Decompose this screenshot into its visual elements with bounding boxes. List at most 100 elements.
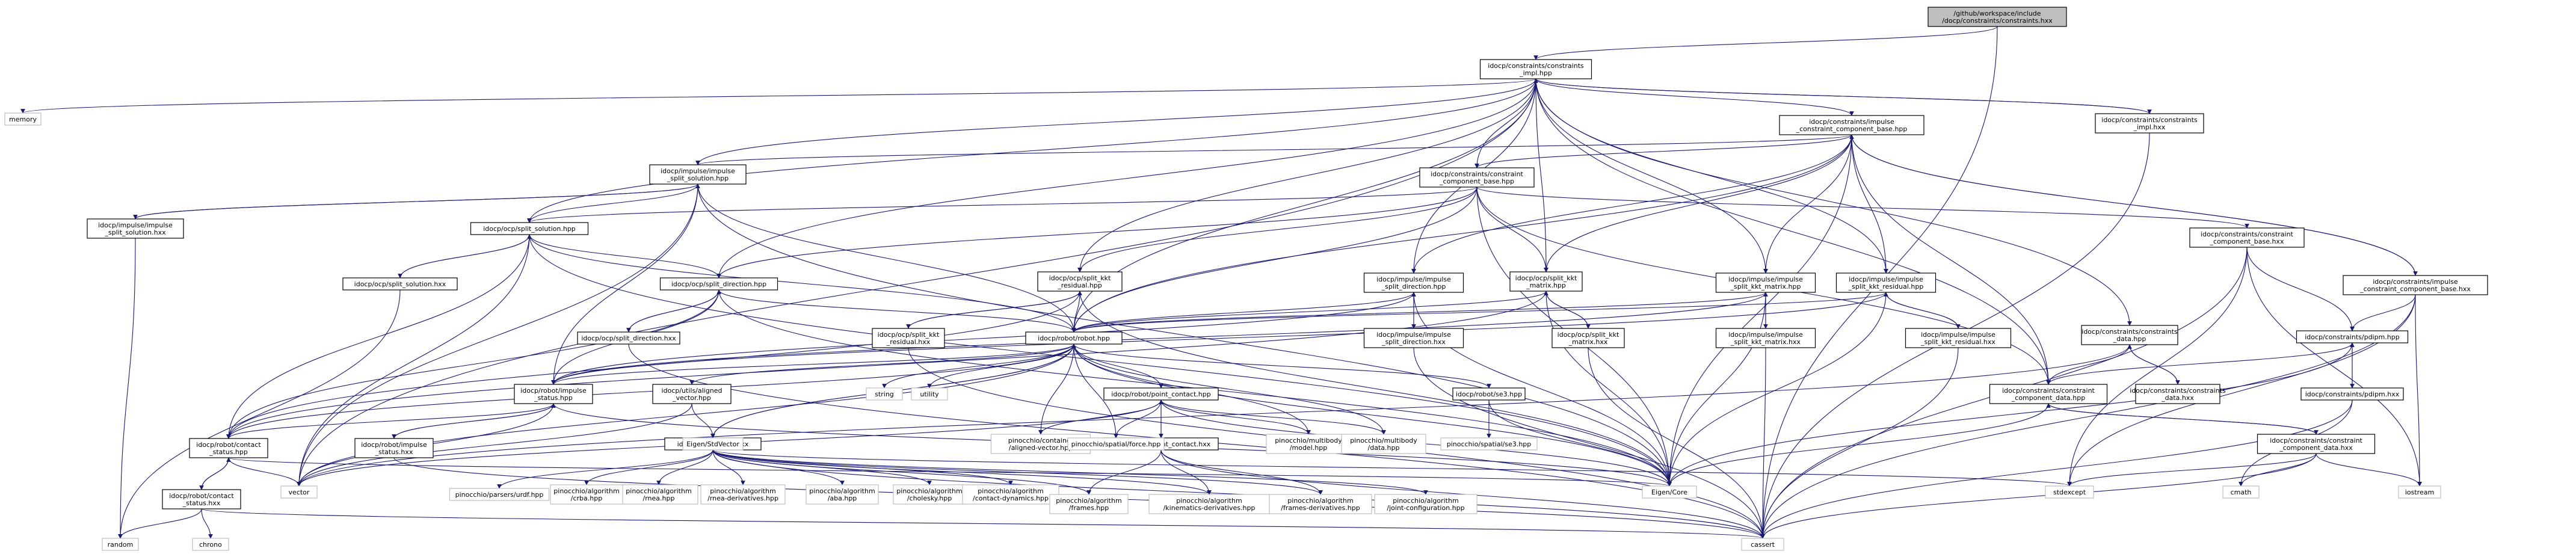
node-isdir-hxx[interactable]: idocp/impulse/impulse_split_direction.hx… <box>1363 328 1464 348</box>
edge-isol-hpp-to-robot-hpp <box>697 183 1076 333</box>
node-label: _vector.hpp <box>672 394 711 402</box>
edge-isol-hpp-to-ist-hpp <box>551 183 698 385</box>
node-ist-hxx[interactable]: idocp/robot/impulse_status.hxx <box>354 438 434 458</box>
node-root[interactable]: /github/workspace/include/docp/constrain… <box>1927 7 2067 27</box>
node-label: cassert <box>1751 541 1775 549</box>
node-label: pinocchio/algorithm <box>626 487 691 495</box>
node-label: pinocchio/algorithm <box>1287 497 1353 505</box>
edge-icb-hxx-to-pdipm-hpp <box>2350 294 2416 331</box>
edge-icb-hpp-to-ccd-hpp <box>1851 134 2051 385</box>
edge-robot-hpp-to-p-av <box>1038 343 1074 435</box>
node-label: pinocchio/algorithm <box>553 487 619 495</box>
node-pdipm-hpp[interactable]: idocp/constraints/pdipm.hpp <box>2296 330 2409 343</box>
edge-ccb-hxx-to-pdipm-hpp <box>2246 247 2355 331</box>
node-label: utility <box>920 390 939 398</box>
node-ssol-hpp[interactable]: idocp/ocp/split_solution.hpp <box>470 222 589 235</box>
node-skr-hxx[interactable]: idocp/ocp/split_kkt_residual.hxx <box>872 328 945 348</box>
node-pdipm-hxx[interactable]: idocp/constraints/pdipm.hxx <box>2300 387 2404 401</box>
node-sdir-hxx[interactable]: idocp/ocp/split_direction.hxx <box>577 331 680 345</box>
node-iskr-hpp[interactable]: idocp/impulse/impulse_split_kkt_residual… <box>1835 272 1937 293</box>
edge-se3-hpp-to-eig-core <box>1488 399 1672 487</box>
node-isol-hxx[interactable]: idocp/impulse/impulse_split_solution.hxx <box>87 218 184 239</box>
edge-pdipm-hpp-to-ccd-hpp <box>2046 342 2353 385</box>
edge-robot-hpp-to-av-hpp <box>689 343 1074 385</box>
node-label: /data.hpp <box>1368 444 1400 452</box>
edge-pc-hxx-to-p-fr <box>1086 449 1162 495</box>
node-se3-hpp[interactable]: idocp/robot/se3.hpp <box>1452 387 1526 401</box>
node-label: /rnea-derivatives.hpp <box>707 494 778 502</box>
node-cst-hxx[interactable]: idocp/robot/contact_status.hxx <box>162 489 241 509</box>
edge-cst-hxx-to-chrono <box>201 508 213 539</box>
node-isdir-hpp[interactable]: idocp/impulse/impulse_split_direction.hp… <box>1363 272 1464 293</box>
edge-icb-hpp-to-robot-hpp <box>1071 134 1852 333</box>
node-ccd-hpp[interactable]: idocp/constraints/constraint_component_d… <box>1989 384 2108 404</box>
node-p-chol: pinocchio/algorithm/cholesky.hpp <box>893 484 966 505</box>
edge-robot-hpp-to-pc-hpp <box>1073 343 1163 389</box>
node-label: idocp/constraints/constraint <box>1431 170 1523 178</box>
node-label: iostream <box>2405 488 2434 496</box>
node-stdexcept: stdexcept <box>2045 485 2094 499</box>
node-iskm-hxx[interactable]: idocp/impulse/impulse_split_kkt_matrix.h… <box>1715 328 1816 348</box>
node-skm-hxx[interactable]: idocp/ocp/split_kkt_matrix.hxx <box>1551 328 1625 348</box>
node-av-hpp[interactable]: idocp/utils/aligned_vector.hpp <box>652 384 732 404</box>
edge-skr-hpp-to-eig-core <box>1079 291 1672 487</box>
node-cd-hxx[interactable]: idocp/constraints/constraints_data.hxx <box>2130 384 2226 404</box>
edge-sdir-hpp-to-robot-hpp <box>718 289 1076 333</box>
node-p-crba: pinocchio/algorithm/crba.hpp <box>550 484 623 505</box>
edge-ccb-hpp-to-robot-hpp <box>1071 186 1478 333</box>
node-skr-hpp[interactable]: idocp/ocp/split_kkt_residual.hpp <box>1037 271 1123 292</box>
edge-ccd-hxx-to-stdexcept <box>2067 453 2317 487</box>
node-label: _residual.hpp <box>1057 282 1102 289</box>
node-p-md: pinocchio/multibody/data.hpp <box>1341 434 1426 454</box>
node-ci-hpp[interactable]: idocp/constraints/constraints_impl.hpp <box>1479 59 1592 79</box>
edge-ccd-hxx-to-ccd-hpp <box>2046 403 2317 435</box>
node-label: pinocchio/parsers/urdf.hpp <box>455 491 544 499</box>
node-p-urdf: pinocchio/parsers/urdf.hpp <box>449 488 550 501</box>
node-label: idocp/utils/aligned <box>662 387 723 395</box>
edge-ssol-hpp-to-sdir-hpp <box>529 234 721 278</box>
node-label: idocp/robot/contact <box>196 441 261 449</box>
node-icb-hxx[interactable]: idocp/constraints/impulse_constraint_com… <box>2343 275 2488 295</box>
node-label: _matrix.hpp <box>1526 282 1566 289</box>
node-label: /frames.hpp <box>1069 504 1109 512</box>
node-label: /rnea.hpp <box>643 494 675 502</box>
node-cd-hpp[interactable]: idocp/constraints/constraints_data.hpp <box>2081 325 2178 345</box>
node-chrono: chrono <box>192 538 229 551</box>
node-p-jc: pinocchio/algorithm/joint-configuration.… <box>1374 494 1478 514</box>
edge-ist-hpp-to-cst-hpp <box>226 403 554 439</box>
edge-iskm-hpp-to-robot-hpp <box>1071 292 1766 333</box>
edge-ci-hpp-to-skr-hpp <box>1077 78 1536 272</box>
node-label: idocp/constraints/constraint <box>2270 437 2362 445</box>
node-label: Eigen/Core <box>1651 488 1687 496</box>
node-label: _component_data.hpp <box>2011 394 2085 402</box>
node-ist-hpp[interactable]: idocp/robot/impulse_status.hpp <box>514 384 593 404</box>
node-isol-hpp[interactable]: idocp/impulse/impulse_split_solution.hpp <box>649 164 747 185</box>
node-ssol-hxx[interactable]: idocp/ocp/split_solution.hxx <box>342 277 458 291</box>
node-ccb-hpp[interactable]: idocp/constraints/constraint_component_b… <box>1419 167 1535 188</box>
node-robot-hpp[interactable]: idocp/robot/robot.hpp <box>1025 331 1123 345</box>
node-label: idocp/impulse/impulse <box>1728 331 1803 339</box>
node-label: vector <box>289 488 310 496</box>
node-pc-hpp[interactable]: idocp/robot/point_contact.hpp <box>1103 387 1219 401</box>
node-label: /aligned-vector.hpp <box>1009 444 1073 452</box>
edge-ccd-hxx-to-iostream <box>2316 453 2422 487</box>
node-label: /docp/constraints/constraints.hxx <box>1942 17 2053 25</box>
node-label: _split_solution.hpp <box>667 174 729 182</box>
edge-skr-hxx-to-skr-hpp <box>908 291 1082 329</box>
node-cst-hpp[interactable]: idocp/robot/contact_status.hpp <box>189 438 268 458</box>
node-iskr-hxx[interactable]: idocp/impulse/impulse_split_kkt_residual… <box>1905 328 2012 348</box>
node-skm-hpp[interactable]: idocp/ocp/split_kkt_matrix.hpp <box>1509 271 1583 292</box>
edge-isdir-hpp-to-ist-hpp <box>551 292 1414 385</box>
node-label: idocp/constraints/pdipm.hpp <box>2305 333 2400 341</box>
edge-robot-hxx-to-p-rnead <box>712 449 745 485</box>
edge-robot-hpp-to-string <box>882 343 1074 389</box>
node-label: _component_base.hpp <box>1439 177 1514 185</box>
node-ci-hxx[interactable]: idocp/constraints/constraints_impl.hxx <box>2095 113 2204 134</box>
node-sdir-hpp[interactable]: idocp/ocp/split_direction.hpp <box>659 277 778 291</box>
node-ccd-hxx[interactable]: idocp/constraints/constraint_component_d… <box>2257 434 2376 454</box>
node-icb-hpp[interactable]: idocp/constraints/impulse_constraint_com… <box>1779 115 1924 135</box>
node-ccb-hxx[interactable]: idocp/constraints/constraint_component_b… <box>2189 227 2305 248</box>
node-iskm-hpp[interactable]: idocp/impulse/impulse_split_kkt_matrix.h… <box>1715 272 1816 293</box>
node-p-aba: pinocchio/algorithm/aba.hpp <box>806 484 879 505</box>
edge-iskm-hpp-to-eig-core <box>1667 292 1766 487</box>
